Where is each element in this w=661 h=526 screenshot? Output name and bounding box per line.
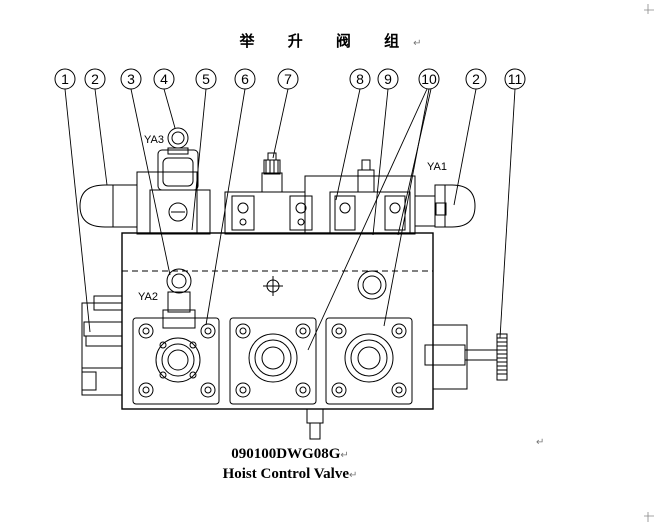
right-fitting-shaft [464, 349, 498, 361]
paragraph-mark-caption-2: ↵ [349, 470, 358, 481]
upper-center-bolt-b [295, 202, 307, 214]
callout-number-2: 2 [91, 71, 99, 87]
bottom-fitting-body [306, 408, 324, 424]
upper-right-bolt-b [389, 202, 401, 214]
part-number-text: 090100DWG08G [231, 446, 341, 462]
upper-right-adjuster-cap [361, 159, 371, 171]
adjuster-cap [267, 152, 277, 161]
callout-number-4: 4 [160, 71, 168, 87]
upper-right-port-a [334, 195, 356, 231]
callout-circle-3 [120, 68, 142, 90]
upper-right-bolt-a [339, 202, 351, 214]
right-side-body [432, 324, 468, 390]
callout-circle-11 [504, 68, 526, 90]
callout-number-2b: 2 [472, 71, 480, 87]
ya2-coil [162, 309, 196, 329]
ya3-knob-inner [171, 131, 185, 145]
manifold-block [121, 232, 434, 410]
callout-number-7: 7 [284, 71, 292, 87]
upper-left-block [136, 171, 198, 235]
callout-number-5: 5 [202, 71, 210, 87]
leader-lines [64, 88, 516, 351]
bottom-fitting-stem [309, 422, 321, 440]
ya2-mount-ring-inner [171, 273, 187, 289]
callout-circle-9 [377, 68, 399, 90]
ya3-solenoid-inner [162, 157, 194, 187]
ya1-neck [414, 195, 436, 227]
paragraph-mark-right: ↵ [536, 437, 544, 448]
callout-circle-4 [153, 68, 175, 90]
callout-circle-2b [465, 68, 487, 90]
right-plug-inner [362, 275, 382, 295]
label-ya3: YA3 [144, 134, 164, 146]
callout-number-3: 3 [127, 71, 135, 87]
callout-circle-7 [277, 68, 299, 90]
paragraph-mark: ↵ [413, 38, 422, 49]
caption-part-name: Hoist Control Valve↵ [0, 466, 580, 483]
upper-right-adjuster [357, 169, 375, 193]
callout-number-6: 6 [241, 71, 249, 87]
callout-circle-6 [234, 68, 256, 90]
upper-center-block [224, 191, 306, 235]
label-ya1: YA1 [427, 161, 447, 173]
ya2-mount-ring [166, 268, 192, 294]
handwheel [496, 333, 508, 381]
ya3-knob [167, 127, 189, 149]
callout-circle-1 [54, 68, 76, 90]
page-corner-marks [644, 4, 654, 522]
ya2-body [167, 291, 191, 313]
paragraph-mark-caption-1: ↵ [340, 450, 349, 461]
callout-circle-2 [84, 68, 106, 90]
left-fitting-lower [81, 371, 97, 391]
adjuster-body [261, 172, 283, 193]
upper-center-bolt-a [237, 202, 249, 214]
left-fitting-middle-b [85, 335, 123, 347]
ya1-terminal [435, 202, 447, 216]
handwheel-knurl [497, 337, 507, 375]
right-plug-outer [357, 270, 387, 300]
callout-number-1: 1 [61, 71, 69, 87]
cartridge-plate-1 [132, 317, 220, 405]
caption-part-number: 090100DWG08G↵ [0, 446, 580, 463]
upper-center-port-b [289, 195, 313, 231]
title-cn-text: 举 升 阀 组 [239, 32, 414, 50]
callout-number-8: 8 [356, 71, 364, 87]
callout-number-10: 10 [421, 71, 437, 87]
callout-circle-8 [349, 68, 371, 90]
left-fitting-upper [93, 295, 123, 311]
upper-center-pin-b [297, 218, 305, 226]
callout-circle-10 [418, 68, 440, 90]
callout-circle-5 [195, 68, 217, 90]
ya3-neck [167, 147, 189, 155]
callout-balloons [54, 68, 526, 90]
callout-number-9: 9 [384, 71, 392, 87]
cartridge-plate-3 [325, 317, 413, 405]
drawing-title-cn: 举 升 阀 组↵ [0, 30, 661, 51]
upper-center-port-a [231, 195, 255, 231]
solenoid-coil-right [434, 184, 476, 228]
label-ya2: YA2 [138, 291, 158, 303]
upper-center-pin-a [239, 218, 247, 226]
callout-number-11: 11 [508, 71, 523, 87]
plug-screw [168, 202, 188, 222]
right-fitting-body [424, 344, 466, 366]
part-name-text: Hoist Control Valve [222, 466, 349, 482]
cartridge-plate-2 [229, 317, 317, 405]
solenoid-coil-left [79, 184, 138, 228]
